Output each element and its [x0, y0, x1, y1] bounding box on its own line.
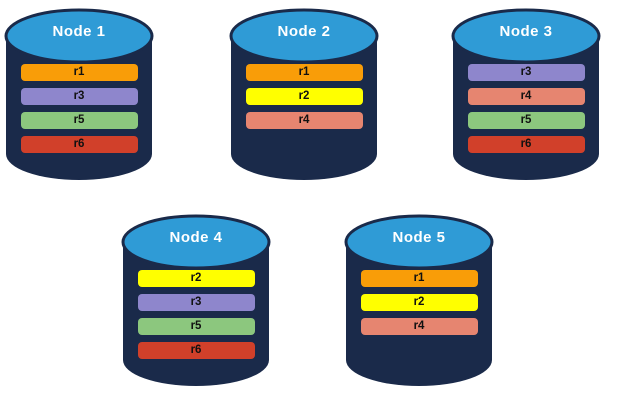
replica-bar[interactable]: r3 — [137, 294, 255, 311]
replica-stack: r1 r2 r4 — [228, 64, 380, 136]
replica-bar[interactable]: r6 — [467, 136, 585, 153]
database-node-4[interactable]: Node 4 r2 r3 r5 r6 — [120, 212, 272, 390]
replica-bar[interactable]: r4 — [245, 112, 363, 129]
replica-bar[interactable]: r3 — [20, 88, 138, 105]
replica-bar[interactable]: r2 — [245, 88, 363, 105]
replica-stack: r1 r2 r4 — [343, 270, 495, 342]
database-node-3[interactable]: Node 3 r3 r4 r5 r6 — [450, 6, 602, 184]
replica-bar[interactable]: r4 — [360, 318, 478, 335]
replica-bar[interactable]: r3 — [467, 64, 585, 81]
replica-bar[interactable]: r2 — [137, 270, 255, 287]
replica-bar[interactable]: r5 — [467, 112, 585, 129]
replica-bar[interactable]: r1 — [20, 64, 138, 81]
database-node-1[interactable]: Node 1 r1 r3 r5 r6 — [3, 6, 155, 184]
replica-bar[interactable]: r5 — [20, 112, 138, 129]
replica-stack: r1 r3 r5 r6 — [3, 64, 155, 160]
database-node-2[interactable]: Node 2 r1 r2 r4 — [228, 6, 380, 184]
replica-stack: r3 r4 r5 r6 — [450, 64, 602, 160]
replica-bar[interactable]: r1 — [245, 64, 363, 81]
replica-stack: r2 r3 r5 r6 — [120, 270, 272, 366]
database-node-5[interactable]: Node 5 r1 r2 r4 — [343, 212, 495, 390]
replica-bar[interactable]: r6 — [137, 342, 255, 359]
replica-bar[interactable]: r4 — [467, 88, 585, 105]
replica-bar[interactable]: r6 — [20, 136, 138, 153]
replica-bar[interactable]: r1 — [360, 270, 478, 287]
replica-bar[interactable]: r5 — [137, 318, 255, 335]
replica-bar[interactable]: r2 — [360, 294, 478, 311]
